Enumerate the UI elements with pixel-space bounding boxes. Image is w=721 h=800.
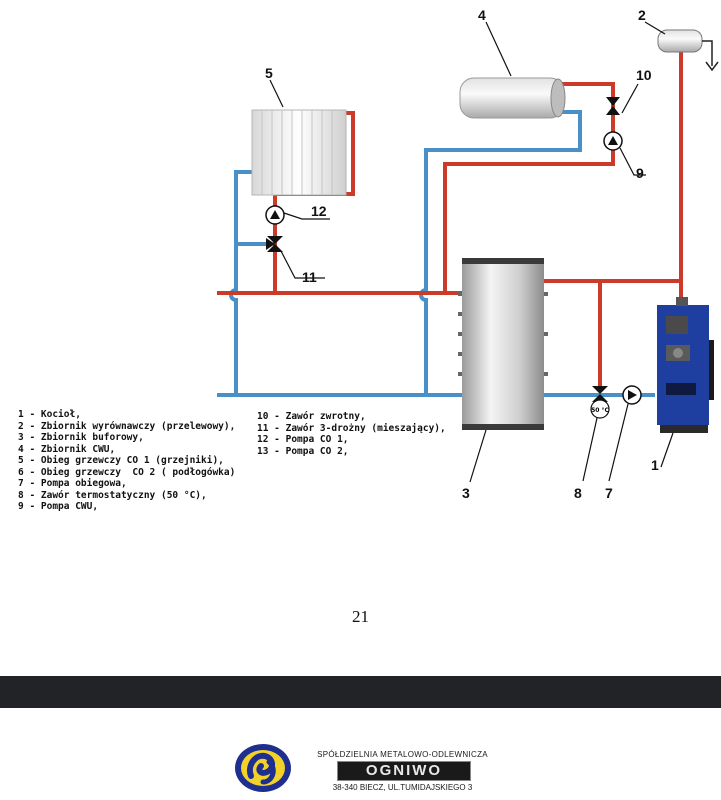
legend-right: 10 - Zawór zwrotny, 11 - Zawór 3-drożny … xyxy=(257,411,446,457)
supply-pipes xyxy=(217,40,683,392)
check-valve-icon xyxy=(606,97,620,115)
thermostat-label: 50 °C xyxy=(591,407,609,414)
company-address: 38-340 BIECZ, UL.TUMIDAJSKIEGO 3 xyxy=(332,783,473,792)
label-11: 11 xyxy=(302,269,317,285)
legend-item: 11 - Zawór 3-drożny (mieszający), xyxy=(257,422,446,434)
buffer-tank xyxy=(458,258,548,430)
pump-cwu-icon xyxy=(603,131,623,151)
label-3: 3 xyxy=(462,485,470,501)
legend-item: 7 - Pompa obiegowa, xyxy=(18,478,127,489)
three-way-valve-icon xyxy=(266,236,283,252)
label-2: 2 xyxy=(638,7,646,23)
company-name: SPÓŁDZIELNIA METALOWO-ODLEWNICZA xyxy=(317,750,488,759)
cwu-tank xyxy=(459,77,566,119)
legend-item: 3 - Zbiornik buforowy, xyxy=(18,432,144,443)
label-10: 10 xyxy=(636,67,652,83)
pump-circulation-icon xyxy=(622,385,642,405)
component-numbers: 4 2 5 10 9 12 11 3 8 7 1 xyxy=(265,7,659,501)
legend-item: 10 - Zawór zwrotny, xyxy=(257,411,366,422)
callout-lines xyxy=(269,21,674,483)
legend-item: 5 - Obieg grzewczy CO 1 (grzejniki), xyxy=(18,455,224,466)
boiler xyxy=(657,297,714,433)
thermostatic-valve-icon: 50 °C xyxy=(590,386,610,419)
page-number: 21 xyxy=(352,607,369,626)
label-7: 7 xyxy=(605,485,613,501)
label-12: 12 xyxy=(311,203,327,219)
label-1: 1 xyxy=(651,457,659,473)
label-4: 4 xyxy=(478,7,486,23)
legend-item: 13 - Pompa CO 2, xyxy=(257,445,349,457)
pump-co1-icon xyxy=(265,205,285,225)
legend-item: 6 - Obieg grzewczy CO 2 ( podłogówka) xyxy=(18,466,236,478)
company-brand: OGNIWO xyxy=(337,761,471,781)
footer-band xyxy=(0,676,721,708)
label-9: 9 xyxy=(636,165,644,181)
legend-left: 1 - Kocioł, 2 - Zbiornik wyrównawczy (pr… xyxy=(18,409,235,513)
label-5: 5 xyxy=(265,65,273,81)
legend-item: 1 - Kocioł, xyxy=(18,409,81,420)
legend-item: 2 - Zbiornik wyrównawczy (przelewowy), xyxy=(18,420,236,432)
legend-item: 9 - Pompa CWU, xyxy=(18,501,99,512)
label-8: 8 xyxy=(574,485,582,501)
legend-item: 8 - Zawór termostatyczny (50 °C), xyxy=(18,489,207,501)
ogniwo-logo-icon xyxy=(235,744,291,792)
legend-item: 12 - Pompa CO 1, xyxy=(257,434,349,445)
radiator xyxy=(251,109,347,196)
heating-schematic-diagram: 50 °C 4 2 5 10 9 12 11 3 8 7 1 xyxy=(217,7,719,501)
expansion-tank xyxy=(657,29,719,72)
legend-item: 4 - Zbiornik CWU, xyxy=(18,443,116,455)
